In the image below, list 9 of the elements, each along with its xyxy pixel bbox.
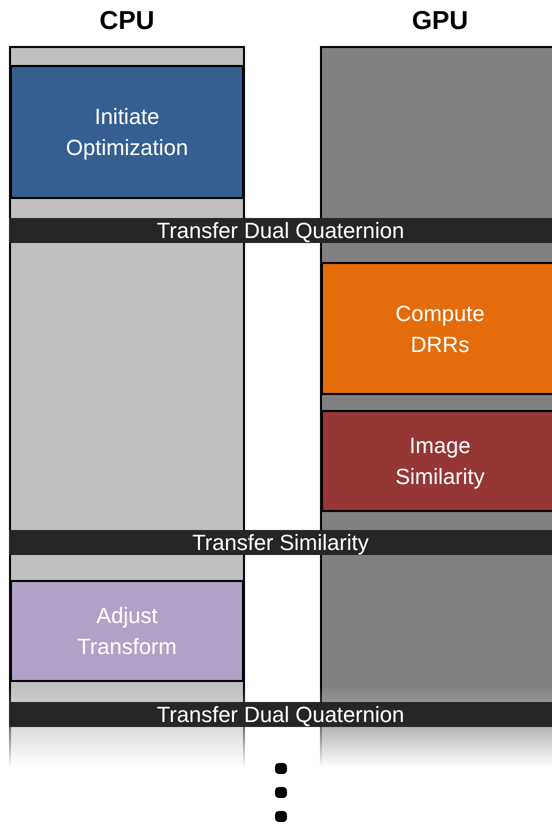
transfer-band: Transfer Dual Quaternion	[9, 702, 552, 727]
column-heading: CPU	[98, 4, 156, 37]
process-box: Initiate Optimization	[10, 65, 244, 199]
column-heading: GPU	[410, 4, 470, 37]
transfer-band: Transfer Dual Quaternion	[9, 218, 552, 243]
process-box: Compute DRRs	[321, 262, 552, 395]
transfer-band: Transfer Similarity	[9, 530, 552, 555]
process-box: Adjust Transform	[10, 580, 244, 682]
process-box: Image Similarity	[321, 410, 552, 512]
